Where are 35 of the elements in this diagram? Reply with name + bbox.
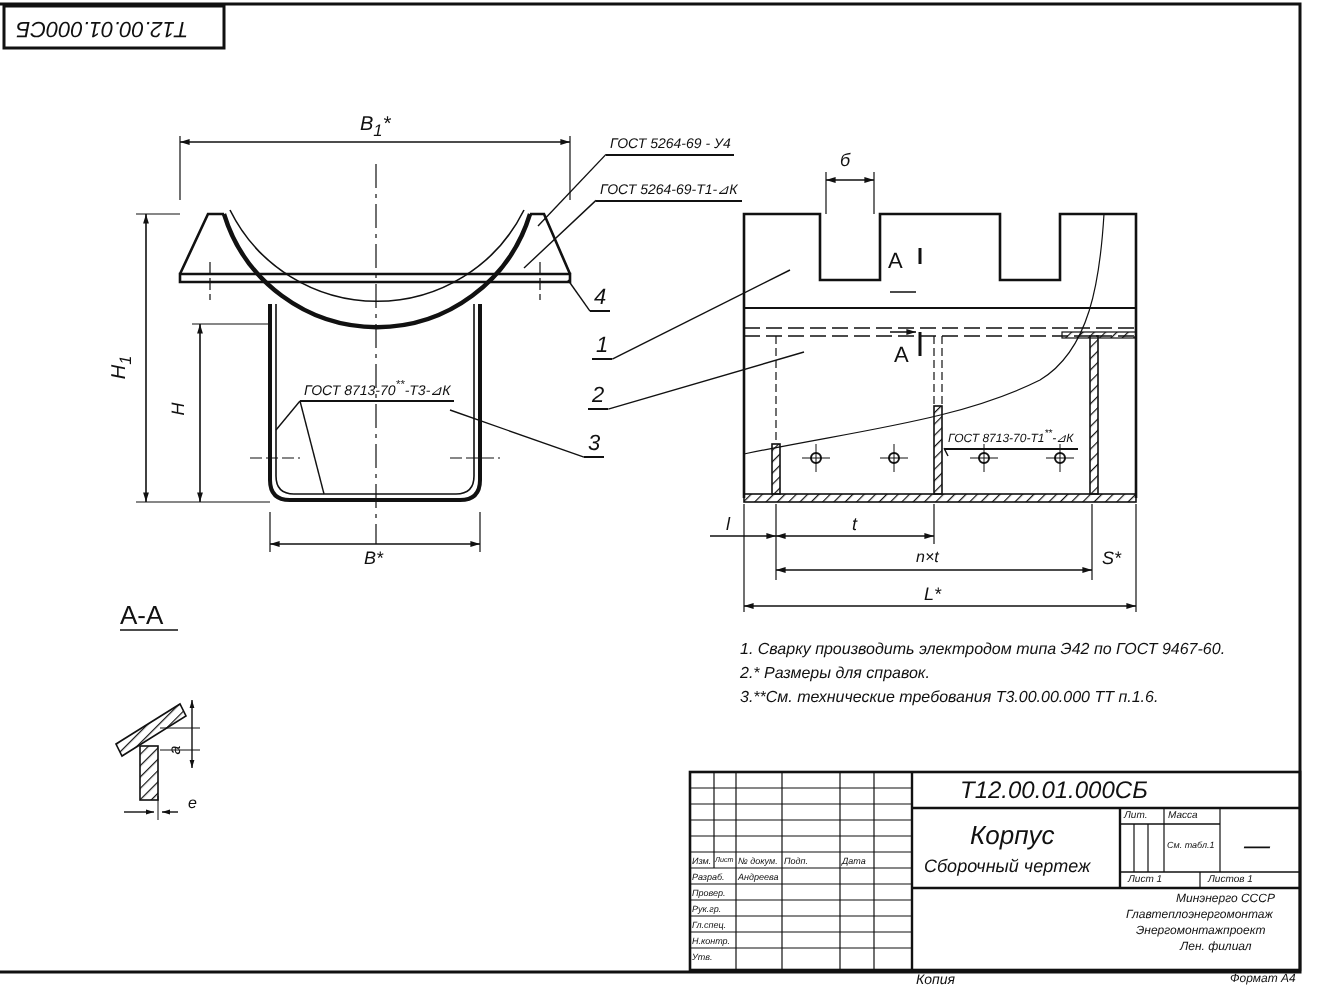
dimension-value: l [726,516,730,534]
leader-line [275,400,301,431]
leader-line [567,279,591,312]
dimension-value: S* [1102,550,1122,568]
leader-line [523,199,597,269]
leader-line [537,153,607,227]
drawing-number: Т12.00.01.000СБ [960,778,1148,802]
dimension-value: L* [924,586,942,604]
note-text: 3.**См. технические требования Т3.00.00.000 ТТ п.1.6. [740,690,1159,706]
dimension-value: e [188,796,197,812]
callout-number: 3 [584,432,605,459]
drawing-number: Т12.00.01.000СБ [16,16,189,38]
dimension-value: t [852,516,858,534]
section-mark: А [894,346,909,368]
note-text: 1. Сварку производить электродом типа Э42 по ГОСТ 9467-60. [740,642,1226,658]
dimension-value: В* [364,550,384,568]
leader-line [607,351,805,410]
leader-line [449,409,585,458]
part-name: Корпус [970,822,1055,848]
dimension-value: В$_{1}$* [360,116,391,139]
dimension-value: n×t [916,550,939,566]
leader-line [943,447,949,457]
note-text: 2.* Размеры для справок. [740,666,930,682]
document-type: Сборочный чертеж [924,858,1091,876]
callout-number: 2 [588,384,609,411]
leader-line [611,269,791,360]
leader-line [299,400,325,495]
callout-number: 4 [590,286,611,313]
dimension-value: Н [169,402,188,416]
callout-number: 1 [592,334,613,361]
dimension-value: б [840,152,851,170]
title-block-text: — [1244,832,1270,858]
section-title: А-А [120,602,164,628]
section-mark: А [888,252,903,274]
dimension-value: a [168,745,185,755]
